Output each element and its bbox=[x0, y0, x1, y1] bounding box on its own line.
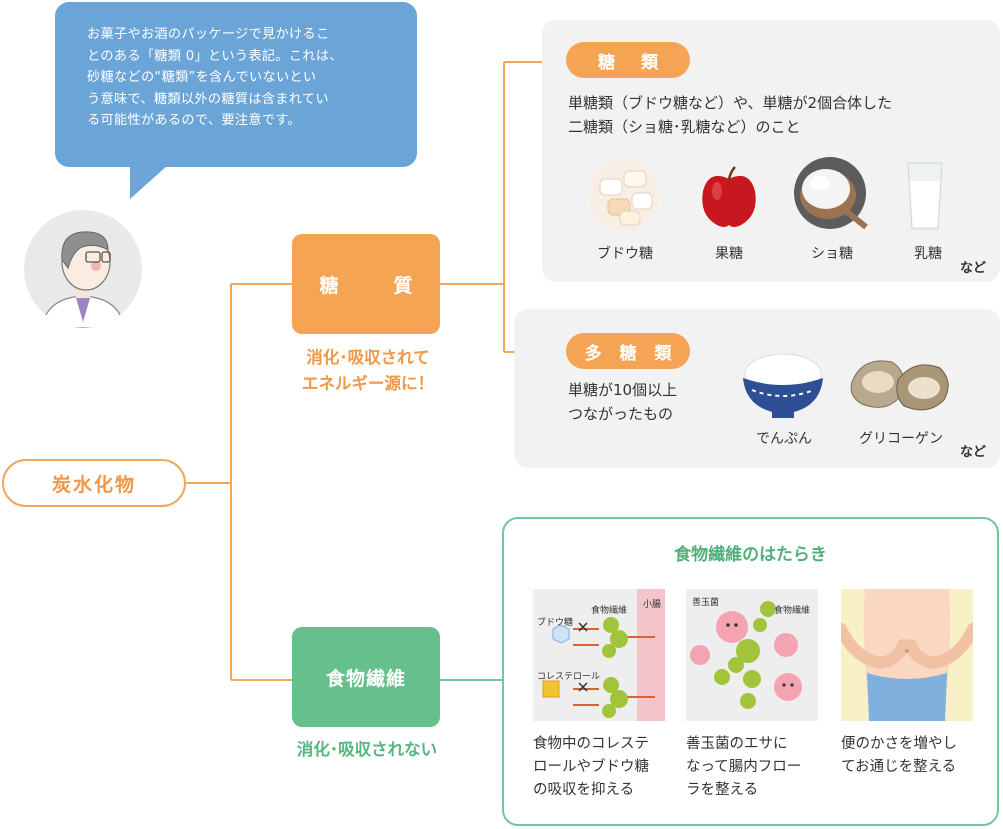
gut-flora-diagram: 善玉菌 食物繊維 bbox=[686, 589, 818, 721]
bubble-line: お菓子やお酒のパッケージで見かけるこ bbox=[87, 27, 330, 42]
caption-line: なって腸内フロー bbox=[686, 759, 802, 775]
saccharides-desc-line: 二糖類（ショ糖･乳糖など）のこと bbox=[568, 118, 801, 136]
cholesterol-tag: コレステロール bbox=[537, 672, 601, 682]
good-bacteria-tag: 善玉菌 bbox=[692, 598, 720, 608]
polysaccharides-desc: 単糖が10個以上 つながったもの bbox=[568, 378, 748, 426]
caption-line: 食物中のコレステ bbox=[533, 736, 649, 752]
fiber-node: 食物繊維 bbox=[292, 627, 440, 727]
sugar-subtitle-line: 消化･吸収されて bbox=[306, 348, 430, 367]
oyster-image bbox=[848, 352, 952, 418]
polysaccharides-pill: 多 糖 類 bbox=[566, 333, 690, 369]
bubble-line: う意味で、糖類以外の糖質は含まれてい bbox=[87, 91, 329, 107]
intestine-tag: 小腸 bbox=[643, 600, 662, 610]
bubble-tail bbox=[130, 165, 168, 199]
fiber-tag: 食物繊維 bbox=[591, 606, 628, 616]
caption-line: ロールやブドウ糖 bbox=[533, 759, 649, 775]
glycogen-label: グリコーゲン bbox=[859, 431, 943, 447]
polysaccharides-desc-line: 単糖が10個以上 bbox=[568, 381, 678, 399]
sucrose-image bbox=[792, 155, 868, 231]
speech-bubble: お菓子やお酒のパッケージで見かけるこ とのある「糖類 0」という表記。これは、 … bbox=[55, 2, 417, 167]
bubble-line: る可能性があるので、要注意です。 bbox=[87, 113, 301, 128]
lactose-label: 乳糖 bbox=[914, 246, 942, 262]
apple-image bbox=[695, 163, 763, 231]
polysaccharides-etc: など bbox=[960, 445, 987, 460]
caption-line: 善玉菌のエサに bbox=[686, 736, 788, 752]
glucose-label: ブドウ糖 bbox=[597, 246, 653, 262]
belly-image bbox=[835, 589, 979, 721]
fiber-tag-2: 食物繊維 bbox=[774, 606, 811, 616]
sugar-subtitle-line: エネルギー源に！ bbox=[302, 374, 434, 393]
absorption-diagram: ブドウ糖 食物繊維 小腸 コレステロール bbox=[533, 589, 665, 721]
caption-line: 便のかさを増やし bbox=[841, 736, 957, 752]
fiber-subtitle: 消化･吸収されない bbox=[296, 740, 438, 759]
caption-bowel: 便のかさを増やし てお通じを整える bbox=[841, 733, 981, 779]
starch-label: でんぷん bbox=[756, 431, 812, 447]
caption-gut-flora: 善玉菌のエサに なって腸内フロー ラを整える bbox=[686, 733, 826, 802]
fructose-label: 果糖 bbox=[715, 246, 743, 262]
carbohydrate-node: 炭水化物 bbox=[2, 459, 186, 507]
caption-line: てお通じを整える bbox=[841, 759, 957, 775]
saccharides-desc-line: 単糖類（ブドウ糖など）や、単糖が2個合体した bbox=[568, 94, 893, 112]
caption-line: ラを整える bbox=[686, 782, 759, 798]
sugar-node: 糖 質 bbox=[292, 234, 440, 334]
glucose-tag: ブドウ糖 bbox=[537, 618, 574, 628]
milk-image bbox=[904, 159, 946, 233]
fiber-functions-title: 食物繊維のはたらき bbox=[674, 545, 827, 565]
bubble-line: 砂糖などの“糖類”を含んでいないとい bbox=[87, 70, 317, 85]
rice-bowl-image bbox=[738, 348, 828, 420]
sucrose-label: ショ糖 bbox=[811, 246, 853, 262]
saccharides-desc: 単糖類（ブドウ糖など）や、単糖が2個合体した 二糖類（ショ糖･乳糖など）のこと bbox=[568, 91, 988, 139]
caption-line: の吸収を抑える bbox=[533, 782, 635, 798]
polysaccharides-desc-line: つながったもの bbox=[568, 405, 674, 423]
saccharides-etc: など bbox=[960, 261, 987, 276]
bubble-line: とのある「糖類 0」という表記。これは、 bbox=[87, 48, 343, 64]
doctor-avatar bbox=[24, 210, 142, 328]
glucose-image bbox=[586, 157, 662, 233]
caption-absorption: 食物中のコレステ ロールやブドウ糖 の吸収を抑える bbox=[533, 733, 673, 802]
saccharides-pill: 糖 類 bbox=[566, 42, 690, 78]
sugar-subtitle: 消化･吸収されて エネルギー源に！ bbox=[270, 345, 466, 397]
